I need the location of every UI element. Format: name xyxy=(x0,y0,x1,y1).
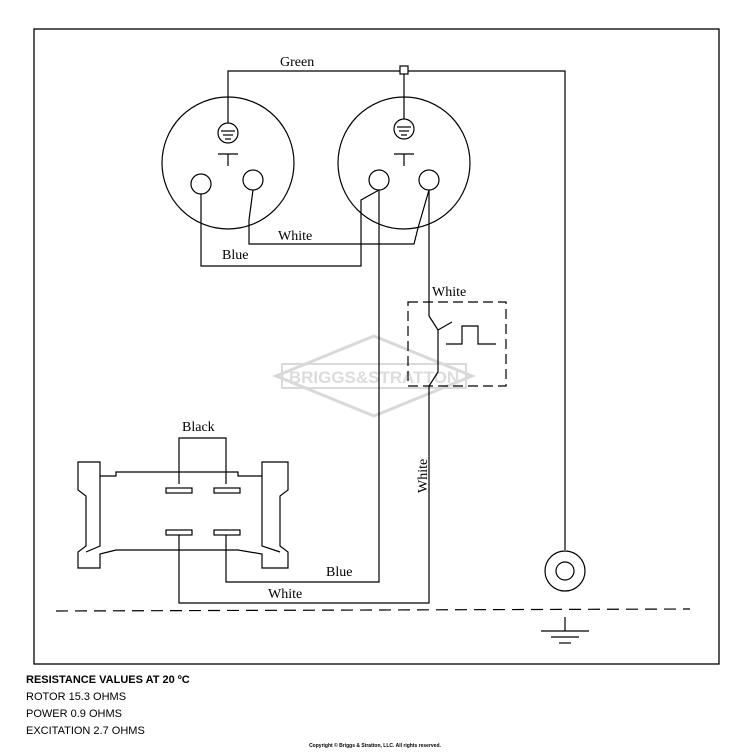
connector-block xyxy=(77,461,289,569)
right-receptacle-slot-right xyxy=(418,169,440,191)
switch-box xyxy=(407,301,507,387)
ground-ring-terminal xyxy=(544,550,586,592)
resistance-notes: RESISTANCE VALUES AT 20 ºC ROTOR 15.3 OH… xyxy=(26,672,190,740)
left-receptacle-slot-left xyxy=(190,173,212,195)
right-receptacle-ground-terminal xyxy=(393,118,415,140)
label-white-bottom: White xyxy=(268,587,302,602)
watermark-text: BRIGGS&STRATTON xyxy=(289,368,459,387)
connector-terminal-2 xyxy=(213,487,241,494)
white-wire-lower xyxy=(178,386,430,604)
ground-symbol xyxy=(541,617,589,644)
label-white-top: White xyxy=(278,229,312,244)
white-wire-top xyxy=(248,189,430,245)
left-receptacle-ground-terminal xyxy=(217,122,239,144)
label-black: Black xyxy=(182,420,215,435)
watermark-logo: BRIGGS&STRATTON xyxy=(272,334,476,418)
label-blue-top: Blue xyxy=(222,248,248,263)
connector-terminal-1 xyxy=(165,487,193,494)
ground-splice xyxy=(399,65,409,75)
right-receptacle-slot-left xyxy=(368,169,390,191)
resistance-rotor: ROTOR 15.3 OHMS xyxy=(26,691,127,703)
connector-terminal-3 xyxy=(165,529,193,536)
frame-ground-line xyxy=(55,608,691,612)
diagram-frame xyxy=(33,28,720,665)
label-white-vertical: White xyxy=(416,459,431,493)
green-ground-wire xyxy=(227,65,566,550)
label-green: Green xyxy=(280,55,314,70)
resistance-power: POWER 0.9 OHMS xyxy=(26,708,122,720)
resistance-heading: RESISTANCE VALUES AT 20 ºC xyxy=(26,674,190,686)
blue-wire-main xyxy=(225,190,380,583)
copyright-footer: Copyright © Briggs & Stratton, LLC. All … xyxy=(309,743,441,749)
left-receptacle-slot-right xyxy=(242,169,264,191)
blue-wire-top xyxy=(200,189,380,267)
label-blue-bottom: Blue xyxy=(326,565,352,580)
black-wire xyxy=(178,437,227,484)
connector-terminal-4 xyxy=(213,529,241,536)
label-white-switch: White xyxy=(432,285,466,300)
resistance-excitation: EXCITATION 2.7 OHMS xyxy=(26,725,145,737)
